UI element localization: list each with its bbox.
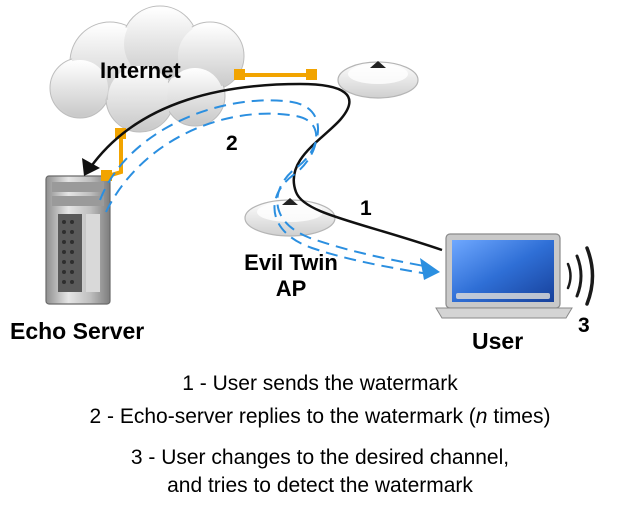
legend-step-3: 3 - User changes to the desired channel,: [130, 446, 510, 469]
user-label: User: [472, 328, 524, 354]
legend-step-2-prefix: 2 - Echo-server replies to the watermark…: [89, 405, 476, 428]
user-laptop-icon: [435, 233, 573, 319]
watermark-path-solid: [82, 82, 443, 252]
legend-step-2-suffix: times): [487, 405, 551, 428]
legend-step-1: 1 - User sends the watermark: [182, 372, 458, 395]
evil-twin-label-line2: AP: [275, 276, 307, 301]
evil-twin-ap-label: Evil Twin AP: [236, 250, 346, 302]
wired-link-internet-ap: [234, 69, 317, 80]
step-number-3: 3: [578, 314, 590, 337]
evil-twin-ap-icon: [244, 198, 336, 237]
echo-reply-path-dashed: [99, 99, 429, 275]
echo-server-tower-icon: [45, 175, 111, 305]
step-number-1: 1: [360, 197, 372, 220]
evil-twin-label-line1: Evil Twin: [244, 250, 338, 275]
internet-label: Internet: [100, 58, 181, 83]
wireless-signal-icon: [566, 246, 595, 306]
legend-step-3-continued: and tries to detect the watermark: [167, 474, 473, 497]
step-number-2: 2: [226, 132, 238, 155]
internet-cloud-icon: [49, 5, 245, 133]
legend-step-2: 2 - Echo-server replies to the watermark…: [0, 405, 640, 429]
access-point-icon: [337, 61, 419, 99]
echo-server-label: Echo Server: [10, 318, 145, 344]
legend-step-2-italic: n: [475, 405, 488, 428]
echo-reply-arrowhead: [420, 258, 440, 280]
